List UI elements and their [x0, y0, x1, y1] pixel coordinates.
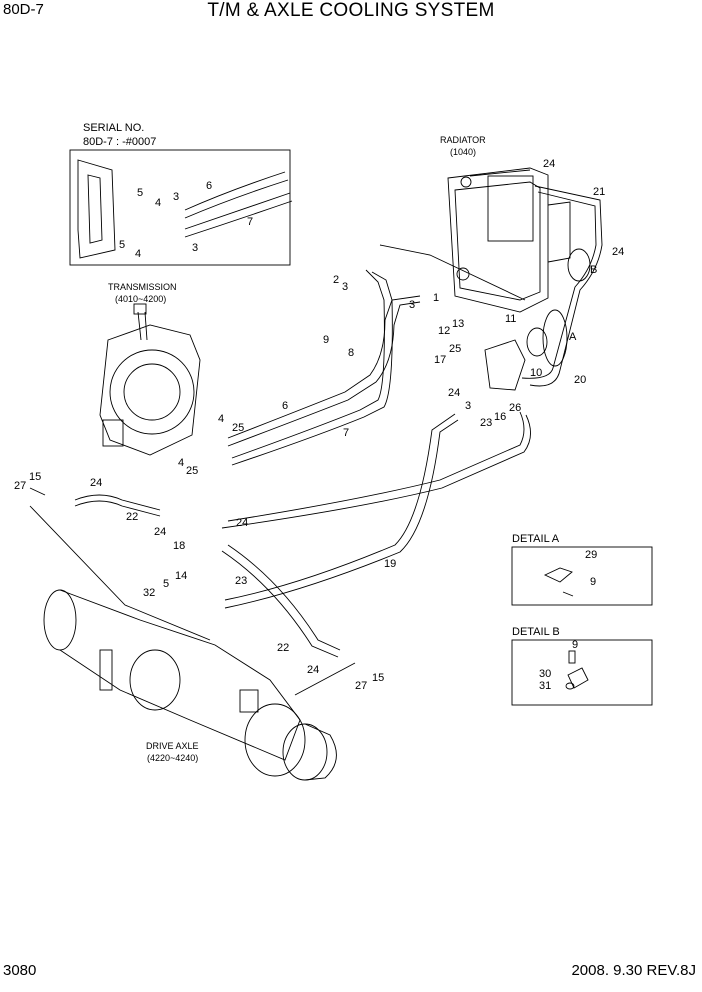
part-callout-3: 3 [192, 242, 198, 254]
part-callout-12: 12 [438, 325, 450, 337]
part-callout-29: 29 [585, 549, 597, 561]
part-callout-22: 22 [277, 642, 289, 654]
part-callout-21: 21 [593, 186, 605, 198]
part-callout-7: 7 [247, 216, 253, 228]
part-callout-24: 24 [154, 526, 166, 538]
part-callout-9: 9 [323, 334, 329, 346]
part-callout-24: 24 [236, 517, 248, 529]
revision-date: 2008. 9.30 REV.8J [571, 962, 696, 979]
page-number: 3080 [3, 962, 37, 979]
part-callout-4: 4 [178, 457, 184, 469]
detail-b-frame [511, 639, 653, 706]
part-callout-25: 25 [232, 422, 244, 434]
part-callout-27: 27 [355, 680, 367, 692]
part-callout-19: 19 [384, 558, 396, 570]
part-callout-16: 16 [494, 411, 506, 423]
part-callout-15: 15 [372, 672, 384, 684]
part-callout-3: 3 [342, 281, 348, 293]
part-callout-3: 3 [465, 400, 471, 412]
drive-axle-label: DRIVE AXLE [146, 741, 199, 751]
pump-housing [484, 339, 526, 391]
part-callout-23: 23 [235, 575, 247, 587]
part-callout-9: 9 [572, 639, 578, 651]
detail-a-title: DETAIL A [512, 533, 560, 545]
part-callout-4: 4 [218, 413, 224, 425]
part-callout-5: 5 [137, 187, 143, 199]
part-callout-4: 4 [135, 248, 141, 260]
part-callout-3: 3 [409, 299, 415, 311]
part-callout-27: 27 [14, 480, 26, 492]
part-callout-22: 22 [126, 511, 138, 523]
part-callout-3: 3 [173, 191, 179, 203]
part-callout-15: 15 [29, 471, 41, 483]
detail-b-title: DETAIL B [512, 626, 560, 638]
part-callout-4: 4 [155, 197, 161, 209]
drive-axle-ref: (4220~4240) [147, 753, 199, 763]
part-callout-5: 5 [119, 239, 125, 251]
radiator-label: RADIATOR [440, 135, 486, 145]
serial-no-label: SERIAL NO. [83, 122, 145, 134]
part-callout-26: 26 [509, 402, 521, 414]
part-callout-1: 1 [433, 292, 439, 304]
part-callout-17: 17 [434, 354, 446, 366]
serial-inset-frame [69, 149, 291, 266]
part-callout-20: 20 [574, 374, 586, 386]
part-callout-32: 32 [143, 587, 155, 599]
part-callout-18: 18 [173, 540, 185, 552]
transmission-drawing [99, 303, 201, 456]
part-callout-2: 2 [333, 274, 339, 286]
part-callout-11: 11 [505, 313, 516, 325]
transmission-ref: (4010~4200) [115, 294, 167, 304]
drive-axle-drawing [43, 589, 337, 781]
radiator-ref: (1040) [450, 147, 477, 157]
part-callout-13: 13 [452, 318, 464, 330]
serial-range-label: 80D-7 : -#0007 [83, 136, 157, 148]
inset-transmission-housing [77, 159, 116, 259]
part-callout-6: 6 [206, 180, 212, 192]
part-callout-31: 31 [539, 680, 551, 692]
part-callout-25: 25 [186, 465, 198, 477]
part-callout-24: 24 [543, 158, 555, 170]
part-callout-10: 10 [530, 367, 542, 379]
transmission-label: TRANSMISSION [108, 282, 177, 292]
detail-a-frame [511, 546, 653, 606]
part-callout-24: 24 [612, 246, 624, 258]
part-callout-8: 8 [348, 347, 354, 359]
part-callout-24: 24 [448, 387, 460, 399]
part-callout-7: 7 [343, 427, 349, 439]
part-callout-25: 25 [449, 343, 461, 355]
part-callout-24: 24 [307, 664, 319, 676]
part-callout-14: 14 [175, 570, 187, 582]
part-callout-9: 9 [590, 576, 596, 588]
part-callout-23: 23 [480, 417, 492, 429]
callout-a: A [569, 331, 577, 343]
detail-b-clamp [567, 667, 589, 689]
part-callout-6: 6 [282, 400, 288, 412]
radiator-drawing [447, 167, 571, 313]
part-callout-30: 30 [539, 668, 551, 680]
part-callout-5: 5 [163, 578, 169, 590]
model-label: 80D-7 [3, 1, 44, 18]
page-title: T/M & AXLE COOLING SYSTEM [207, 0, 495, 21]
part-callout-24: 24 [90, 477, 102, 489]
detail-a-clamp [543, 567, 573, 583]
